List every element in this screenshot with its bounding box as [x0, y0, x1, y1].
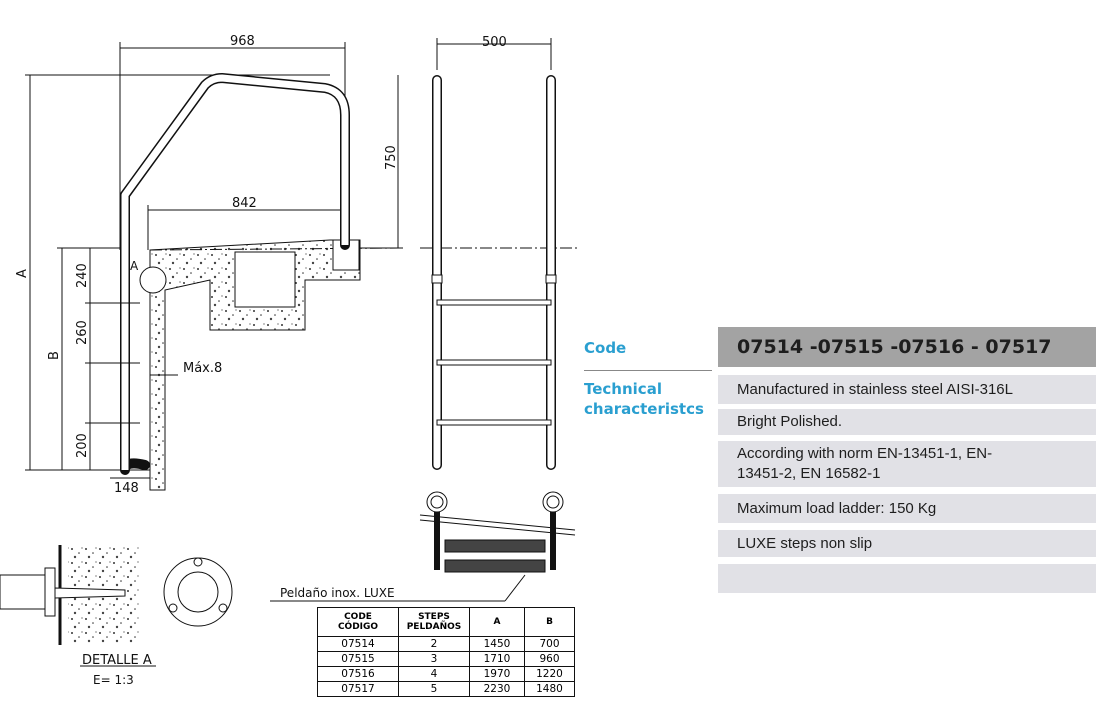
- code-value: 07514 -07515 -07516 - 07517: [718, 327, 1096, 367]
- dim-240: 240: [75, 263, 90, 288]
- cell: 07516: [317, 666, 399, 682]
- header-text: PELDAÑOS: [406, 622, 462, 632]
- step-callout: Peldaño inox. LUXE: [280, 586, 395, 600]
- front-view: [420, 38, 580, 470]
- dim-148: 148: [114, 481, 139, 496]
- dim-968: 968: [230, 34, 255, 49]
- cell: 1450: [469, 636, 525, 652]
- spec-item: Manufactured in stainless steel AISI-316…: [718, 375, 1096, 404]
- cell: 1480: [524, 681, 575, 697]
- dim-A: A: [15, 269, 30, 278]
- cell: 1220: [524, 666, 575, 682]
- spec-item: LUXE steps non slip: [718, 530, 1096, 557]
- detail-a-view: [0, 545, 233, 667]
- dim-500: 500: [482, 35, 507, 50]
- cell: 07517: [317, 681, 399, 697]
- cell: 2230: [469, 681, 525, 697]
- header-text: CODE: [344, 612, 372, 622]
- cell: 2: [398, 636, 470, 652]
- cell: 700: [524, 636, 575, 652]
- divider: [584, 370, 712, 371]
- dim-842: 842: [232, 196, 257, 211]
- spec-item: Bright Polished.: [718, 409, 1096, 435]
- max-gap-label: Máx.8: [183, 361, 222, 376]
- detail-title: DETALLE A: [82, 653, 152, 668]
- header-text: CÓDIGO: [337, 622, 379, 632]
- cell: 07515: [317, 651, 399, 667]
- step-detail: [270, 491, 576, 602]
- spec-item-empty: [718, 564, 1096, 593]
- dim-200: 200: [75, 433, 90, 458]
- cell: 5: [398, 681, 470, 697]
- spec-item: Maximum load ladder: 150 Kg: [718, 494, 1096, 523]
- detail-scale: E= 1:3: [93, 673, 134, 687]
- side-view: [25, 42, 403, 491]
- dim-B: B: [47, 351, 62, 360]
- tech-label-line2: characteristcs: [584, 400, 704, 418]
- cell: 1970: [469, 666, 525, 682]
- cell: 960: [524, 651, 575, 667]
- cell: 3: [398, 651, 470, 667]
- tech-label-line1: Technical: [584, 380, 662, 398]
- dim-260: 260: [75, 320, 90, 345]
- cell: 07514: [317, 636, 399, 652]
- detail-marker: A: [130, 259, 139, 273]
- spec-item: According with norm EN-13451-1, EN-13451…: [718, 441, 1096, 487]
- cell: 4: [398, 666, 470, 682]
- dim-750: 750: [384, 145, 399, 170]
- header-text: STEPS: [418, 612, 450, 622]
- code-label: Code: [584, 339, 627, 357]
- cell: 1710: [469, 651, 525, 667]
- col-b: B: [524, 607, 575, 637]
- col-a: A: [469, 607, 525, 637]
